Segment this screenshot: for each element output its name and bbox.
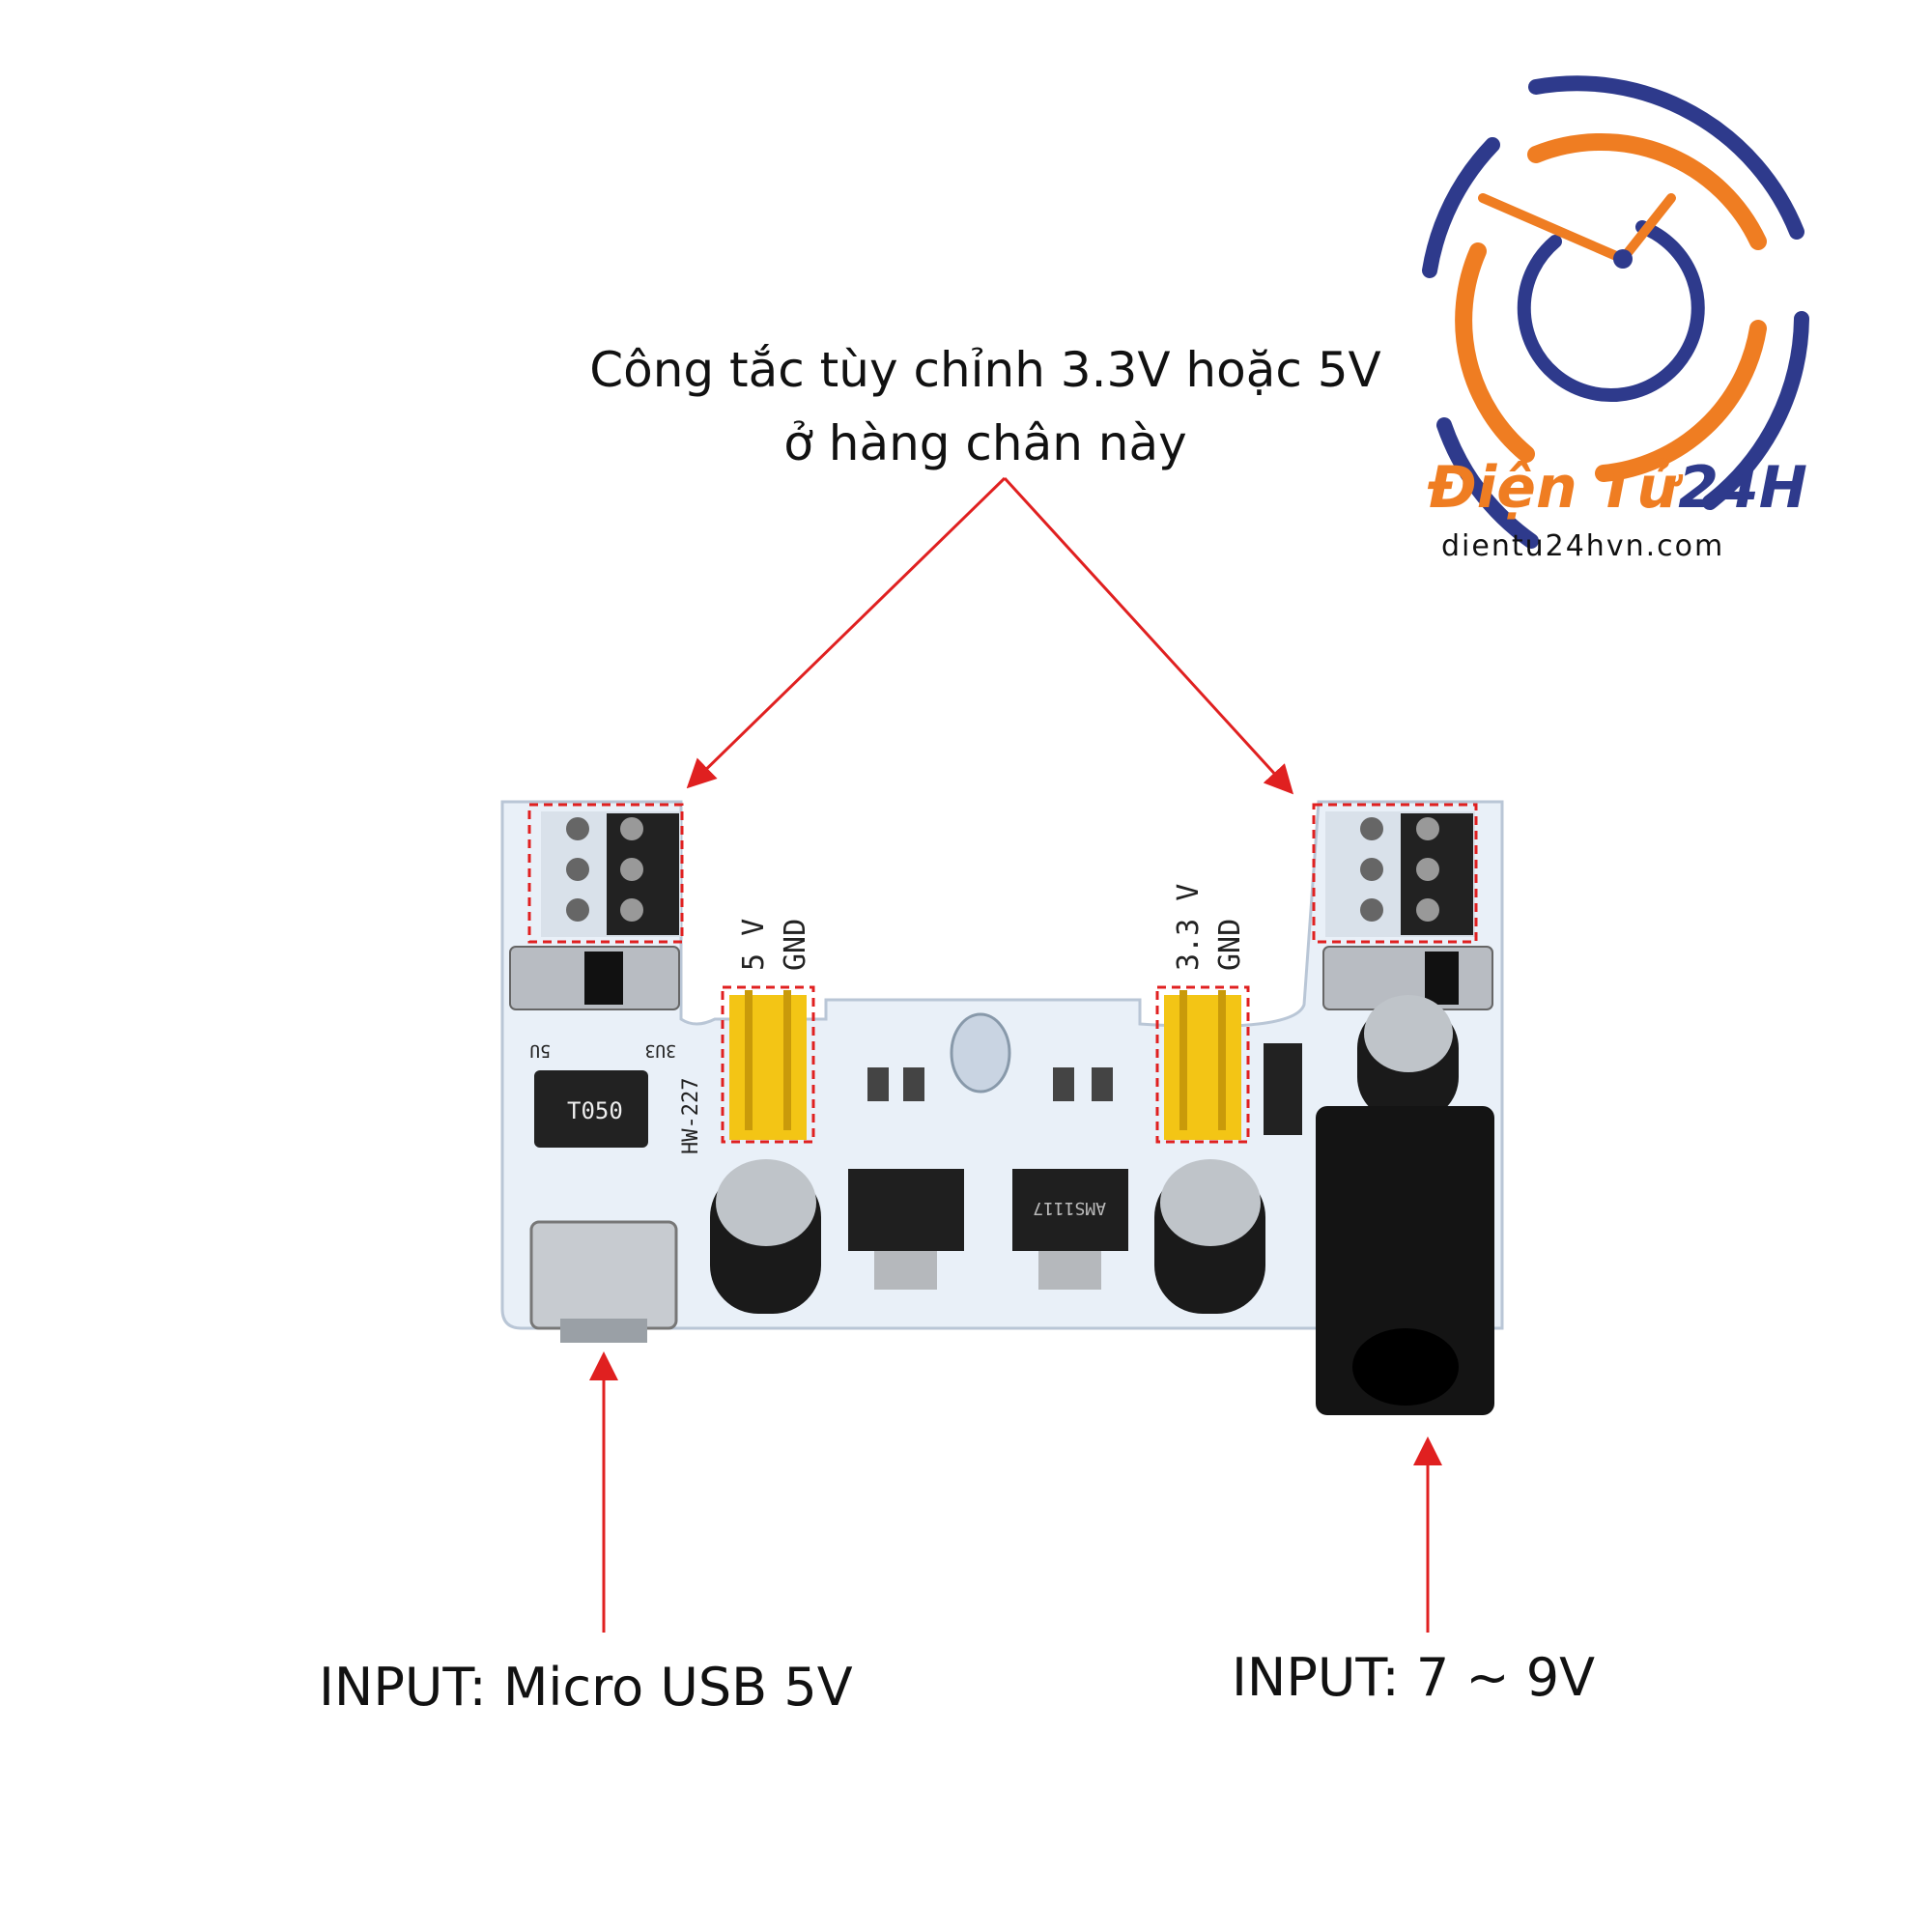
brand-name-part-2: 24H xyxy=(1678,454,1807,522)
power-led xyxy=(950,1012,1011,1094)
regulator-marking: AMS1117 xyxy=(1033,1198,1106,1218)
left-slide-switch xyxy=(509,946,680,1010)
arrow-to-right-rail xyxy=(1003,476,1294,795)
t050-chip xyxy=(534,1070,648,1148)
smd-components xyxy=(867,1043,1302,1135)
chip-marking: T050 xyxy=(567,1097,623,1124)
left-header-label-5v: 5 V xyxy=(737,919,771,971)
arrow-to-left-rail xyxy=(686,476,1007,789)
dc-barrel-jack xyxy=(1316,1106,1494,1415)
right-output-header xyxy=(1155,985,1250,1144)
top-annotation-line-2: ở hàng chân này xyxy=(783,415,1187,471)
right-header-label-3v3: 3.3 V xyxy=(1172,884,1206,971)
left-header-label-gnd: GND xyxy=(779,919,812,971)
top-annotation: Công tắc tùy chỉnh 3.3V hoặc 5V ở hàng c… xyxy=(0,333,1932,480)
top-annotation-line-1: Công tắc tùy chỉnh 3.3V hoặc 5V xyxy=(589,342,1381,398)
brand-name-part-1: Điện Tử xyxy=(1428,454,1679,522)
capacitor-2 xyxy=(1154,1159,1265,1314)
left-output-header xyxy=(721,985,815,1144)
capacitor-1 xyxy=(710,1159,821,1314)
right-power-rail-header xyxy=(1312,803,1478,944)
clock-logo-icon xyxy=(1422,75,1809,549)
switch-label-3u3: 3U3 xyxy=(644,1040,676,1061)
right-header-label-gnd: GND xyxy=(1213,919,1247,971)
right-voltage-regulator xyxy=(1012,1169,1128,1290)
micro-usb-port xyxy=(529,1220,678,1343)
brand-url: dientu24hvn.com xyxy=(1441,529,1725,563)
right-slide-switch xyxy=(1322,946,1493,1010)
switch-label-5u: 5U xyxy=(529,1040,551,1061)
board-model-label: HW-227 xyxy=(679,1078,703,1154)
brand-name: Điện Tử24H xyxy=(1428,454,1807,522)
left-voltage-regulator xyxy=(848,1169,964,1290)
capacitor-3 xyxy=(1357,995,1459,1121)
usb-input-annotation: INPUT: Micro USB 5V xyxy=(319,1657,853,1718)
annotation-arrows xyxy=(589,476,1442,1633)
left-power-rail-header xyxy=(527,803,684,944)
dc-input-annotation: INPUT: 7 ~ 9V xyxy=(1232,1647,1596,1708)
